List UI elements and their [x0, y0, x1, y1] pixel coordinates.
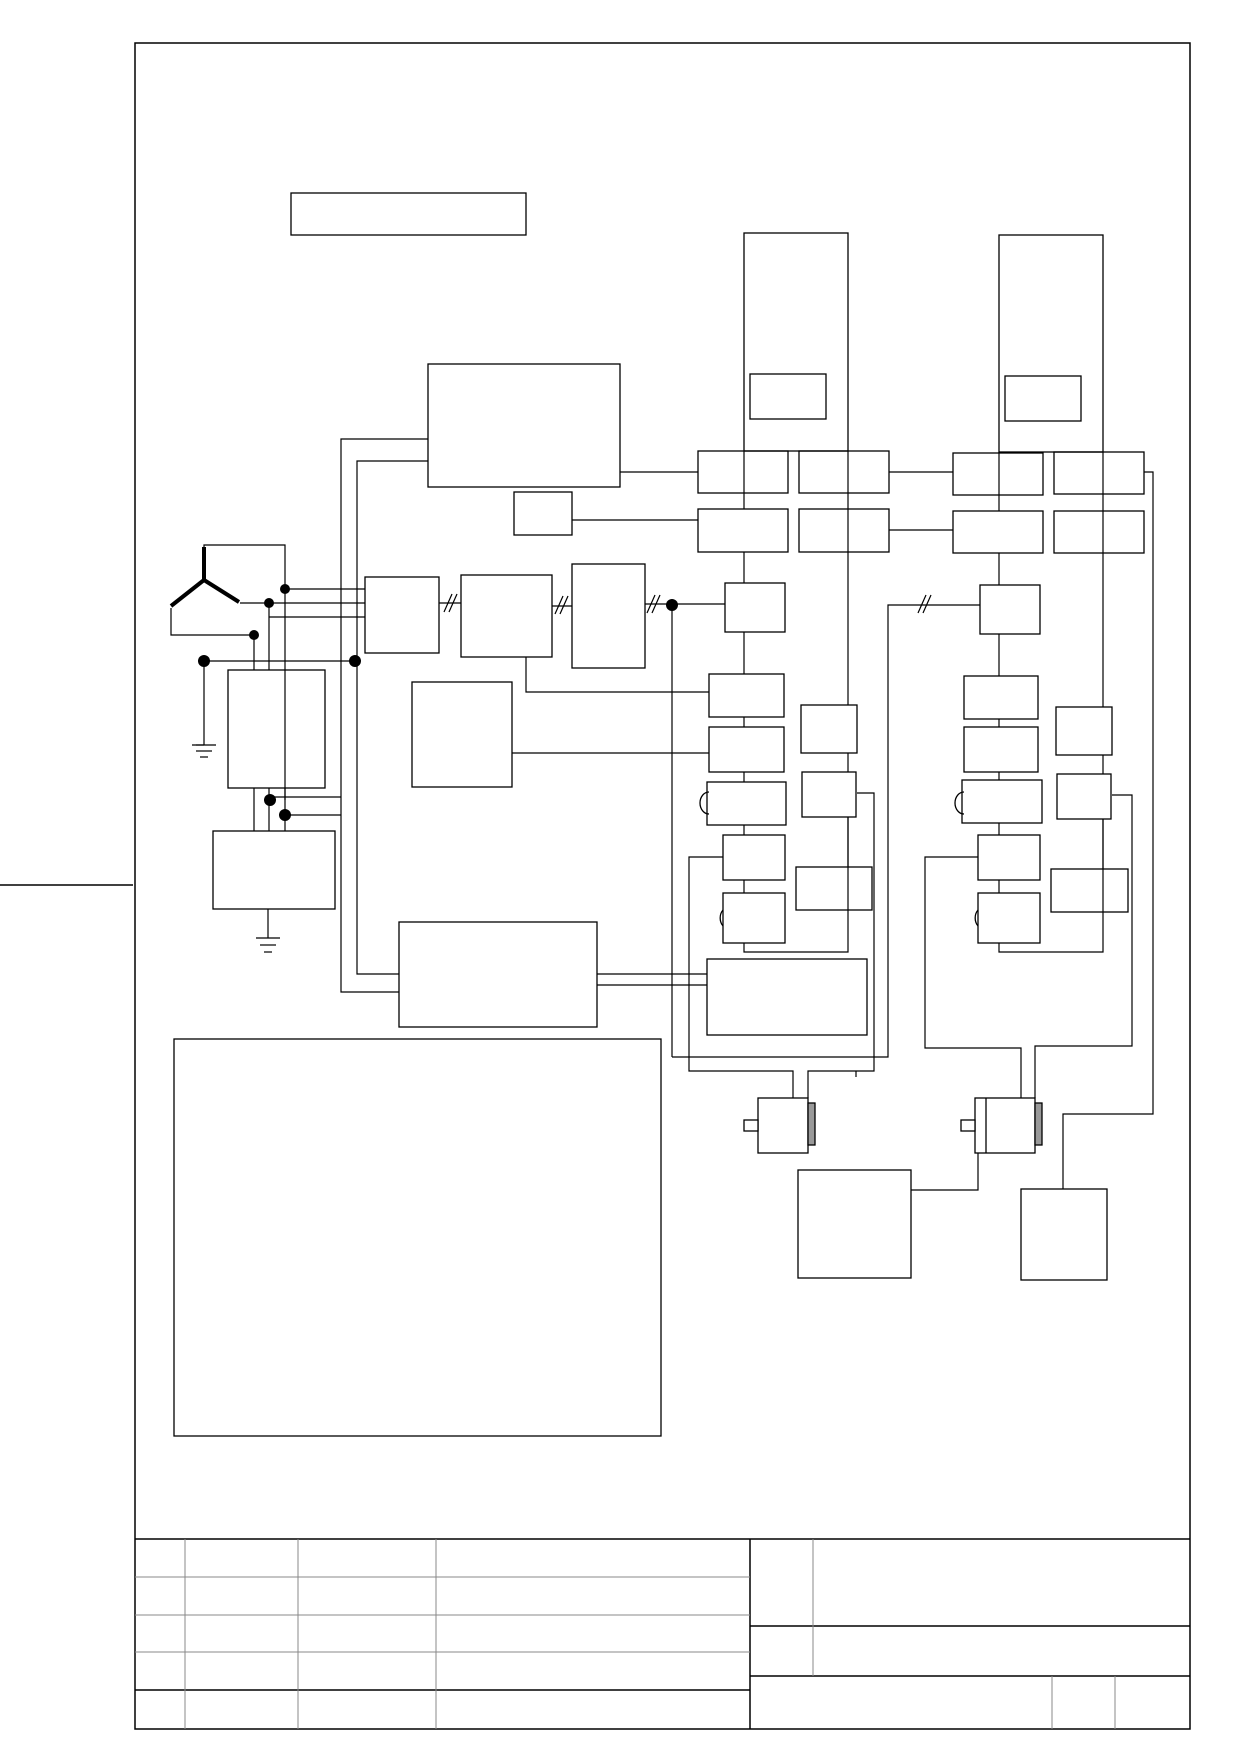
drive-panel-2 [998, 234, 1104, 453]
relay-2b [963, 726, 1039, 773]
power-supply-block [227, 669, 326, 789]
drive-panel-1-display [749, 373, 827, 420]
title-box [290, 192, 527, 236]
io-module-block [411, 681, 513, 788]
bus-slash-marks [443, 593, 932, 615]
relay-2a [963, 675, 1039, 720]
transformer-block [212, 830, 336, 910]
aux-1b [801, 771, 857, 818]
relay-1d [722, 834, 786, 881]
motor-1 [743, 1097, 816, 1154]
drive-panel-1 [743, 232, 849, 452]
breaker-block [364, 576, 440, 654]
drive-controller-block [706, 958, 868, 1036]
plc-block [398, 921, 598, 1028]
title-block-grid [135, 1539, 1116, 1729]
relay-2d [977, 834, 1041, 881]
terminal-1b [798, 450, 890, 494]
small-block [513, 491, 573, 536]
converter-block [571, 563, 646, 669]
terminal-1a [697, 450, 789, 494]
controller-block [427, 363, 621, 488]
three-phase-source [169, 547, 241, 608]
contactor-1 [724, 582, 786, 633]
sensor-block [1020, 1188, 1108, 1281]
terminal-1d [798, 508, 890, 553]
relay-2c [961, 779, 1043, 824]
contactor-2 [979, 584, 1041, 635]
aux-1c [795, 866, 873, 911]
motor-2 [960, 1097, 1043, 1154]
relay-1a [708, 673, 785, 718]
aux-1a [800, 704, 858, 754]
relay-1e [722, 892, 786, 944]
sheet-frame [134, 42, 1191, 1730]
legend-box [173, 1038, 662, 1437]
encoder-block [797, 1169, 912, 1279]
terminal-1c [697, 508, 789, 553]
junction-dots [198, 584, 678, 821]
filter-block [460, 574, 553, 658]
drive-panel-2-display [1004, 375, 1082, 422]
coil-symbols [699, 791, 979, 927]
aux-2c [1050, 868, 1129, 913]
relay-1c [706, 781, 787, 826]
aux-2b [1056, 773, 1112, 820]
terminal-2b [1053, 451, 1145, 495]
wiring [170, 438, 1154, 1191]
terminal-2d [1053, 510, 1145, 554]
title-block [135, 1538, 1190, 1729]
terminal-2a [952, 452, 1044, 496]
relay-2e [977, 892, 1041, 944]
terminal-2c [952, 510, 1044, 554]
relay-1b [708, 726, 785, 773]
aux-2a [1055, 706, 1113, 756]
